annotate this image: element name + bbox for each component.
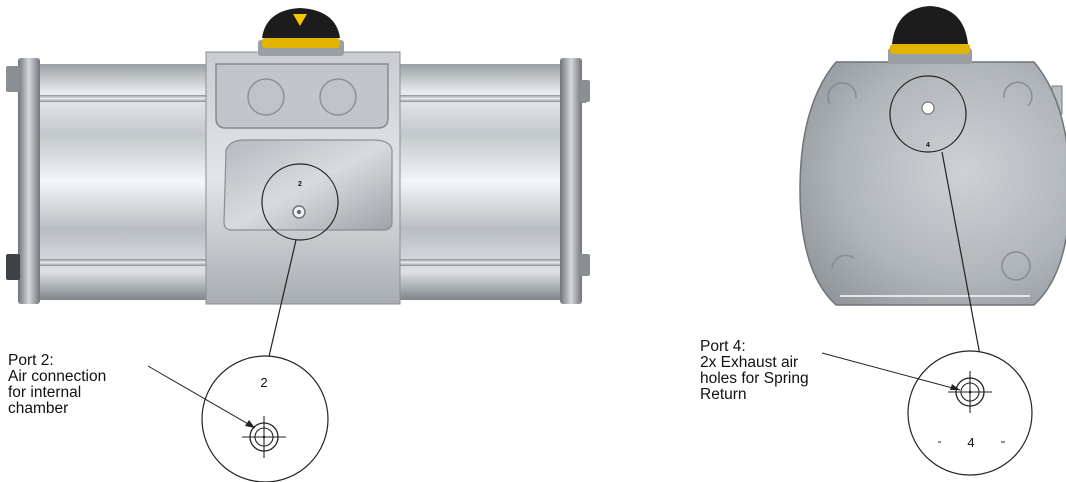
boss-bottom-right (1001, 251, 1031, 281)
port-2-callout: Port 2: Air connection for internal cham… (8, 353, 106, 417)
cover-boss-right (319, 78, 357, 116)
port-2-leader-line (263, 239, 297, 379)
port-2-marking: 2 (298, 181, 302, 188)
callout-line: for internal (8, 384, 82, 401)
left-end-plate (18, 58, 40, 304)
cover-boss-left (247, 78, 285, 116)
port-2-highlight-circle (261, 163, 339, 241)
port-block (223, 139, 393, 231)
end-indicator-ring (890, 44, 970, 54)
boss-bottom-left (831, 254, 855, 269)
callout-line: Port 4: (700, 338, 746, 355)
callout-line: Port 2: (8, 352, 54, 369)
port-2-detail-number: 2 (260, 375, 267, 390)
end-indicator-cap (892, 6, 968, 44)
port-4-marking: 4 (926, 142, 930, 149)
port-4-hole (921, 101, 935, 115)
port-4-detail-number: 4 (967, 435, 974, 450)
right-end-plate (560, 58, 582, 304)
port-4-highlight-circle (889, 75, 967, 153)
indicator-ring (262, 38, 340, 48)
callout-line: 2x Exhaust air (700, 354, 799, 371)
callout-line: Return (700, 386, 747, 403)
upper-cover (215, 63, 389, 129)
port-2-detail: 2 (201, 355, 329, 482)
callout-line: holes for Spring (700, 370, 809, 387)
end-cap-body (799, 61, 1066, 306)
port-2-callout-arrow (147, 365, 256, 429)
actuator-end-view: 4 4 (799, 6, 1066, 476)
boss-top-left (827, 82, 857, 105)
port-4-leader-line (941, 151, 983, 367)
boss-top-right (1003, 81, 1033, 107)
actuator-side-view: 2 2 (6, 8, 590, 482)
indicator-arrow-icon (293, 14, 307, 26)
port-4-callout: Port 4: 2x Exhaust air holes for Spring … (700, 339, 809, 403)
callout-line: chamber (8, 400, 69, 417)
callout-line: Air connection (8, 368, 107, 385)
port-4-detail: 4 (907, 350, 1033, 476)
port-4-callout-arrow (821, 352, 961, 391)
